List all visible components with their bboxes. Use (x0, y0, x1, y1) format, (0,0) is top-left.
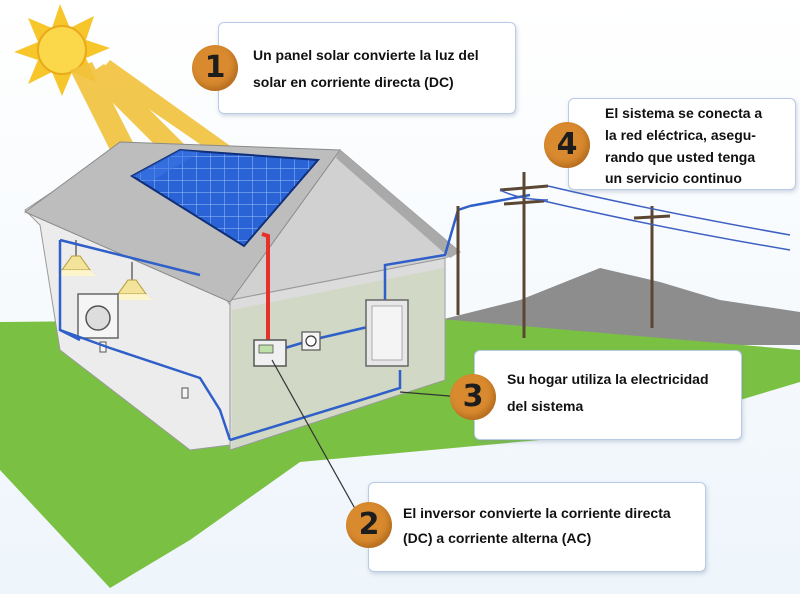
callout-3-number-badge: 3 (450, 374, 496, 420)
callout-4-line-3: rando que usted tenga (605, 149, 756, 165)
callout-4-line-4: un servicio continuo (605, 170, 742, 186)
callout-3-line-1: Su hogar utiliza la electricidad (507, 371, 709, 387)
ac-wiring (58, 193, 531, 442)
callout-1-number-badge: 1 (192, 45, 238, 91)
callout-4: El sistema se conecta a la red eléctrica… (568, 98, 796, 190)
callout-4-number-badge: 4 (544, 122, 590, 168)
washing-machine-icon (77, 293, 119, 339)
callout-1-line-1: Un panel solar convierte la luz del (253, 47, 479, 63)
callout-4-line-1: El sistema se conecta a (605, 105, 763, 121)
power-lines (499, 185, 791, 251)
ceiling-lamp-icon (56, 240, 96, 276)
callout-1-line-2: solar en corriente directa (DC) (253, 74, 454, 90)
callout-3: Su hogar utiliza la electricidad del sis… (474, 350, 742, 440)
power-pole-icon (456, 172, 671, 338)
callout-2-line-1: El inversor convierte la corriente direc… (403, 505, 671, 521)
callout-2: El inversor convierte la corriente direc… (368, 482, 706, 572)
dc-wire (261, 232, 270, 340)
inverter-icon (253, 339, 287, 367)
ceiling-lamp-icon-2 (112, 262, 152, 300)
wall-outlet-2 (181, 387, 189, 399)
callout-2-line-2: (DC) a corriente alterna (AC) (403, 530, 592, 546)
callout-4-line-2: la red eléctrica, asegu- (605, 127, 756, 143)
callout-1: Un panel solar convierte la luz del sola… (218, 22, 516, 114)
breaker-panel-icon (365, 299, 409, 367)
callout-2-number-badge: 2 (346, 502, 392, 548)
meter-icon (301, 331, 321, 351)
callout-3-line-2: del sistema (507, 398, 584, 414)
solar-panel-icon (130, 148, 321, 248)
